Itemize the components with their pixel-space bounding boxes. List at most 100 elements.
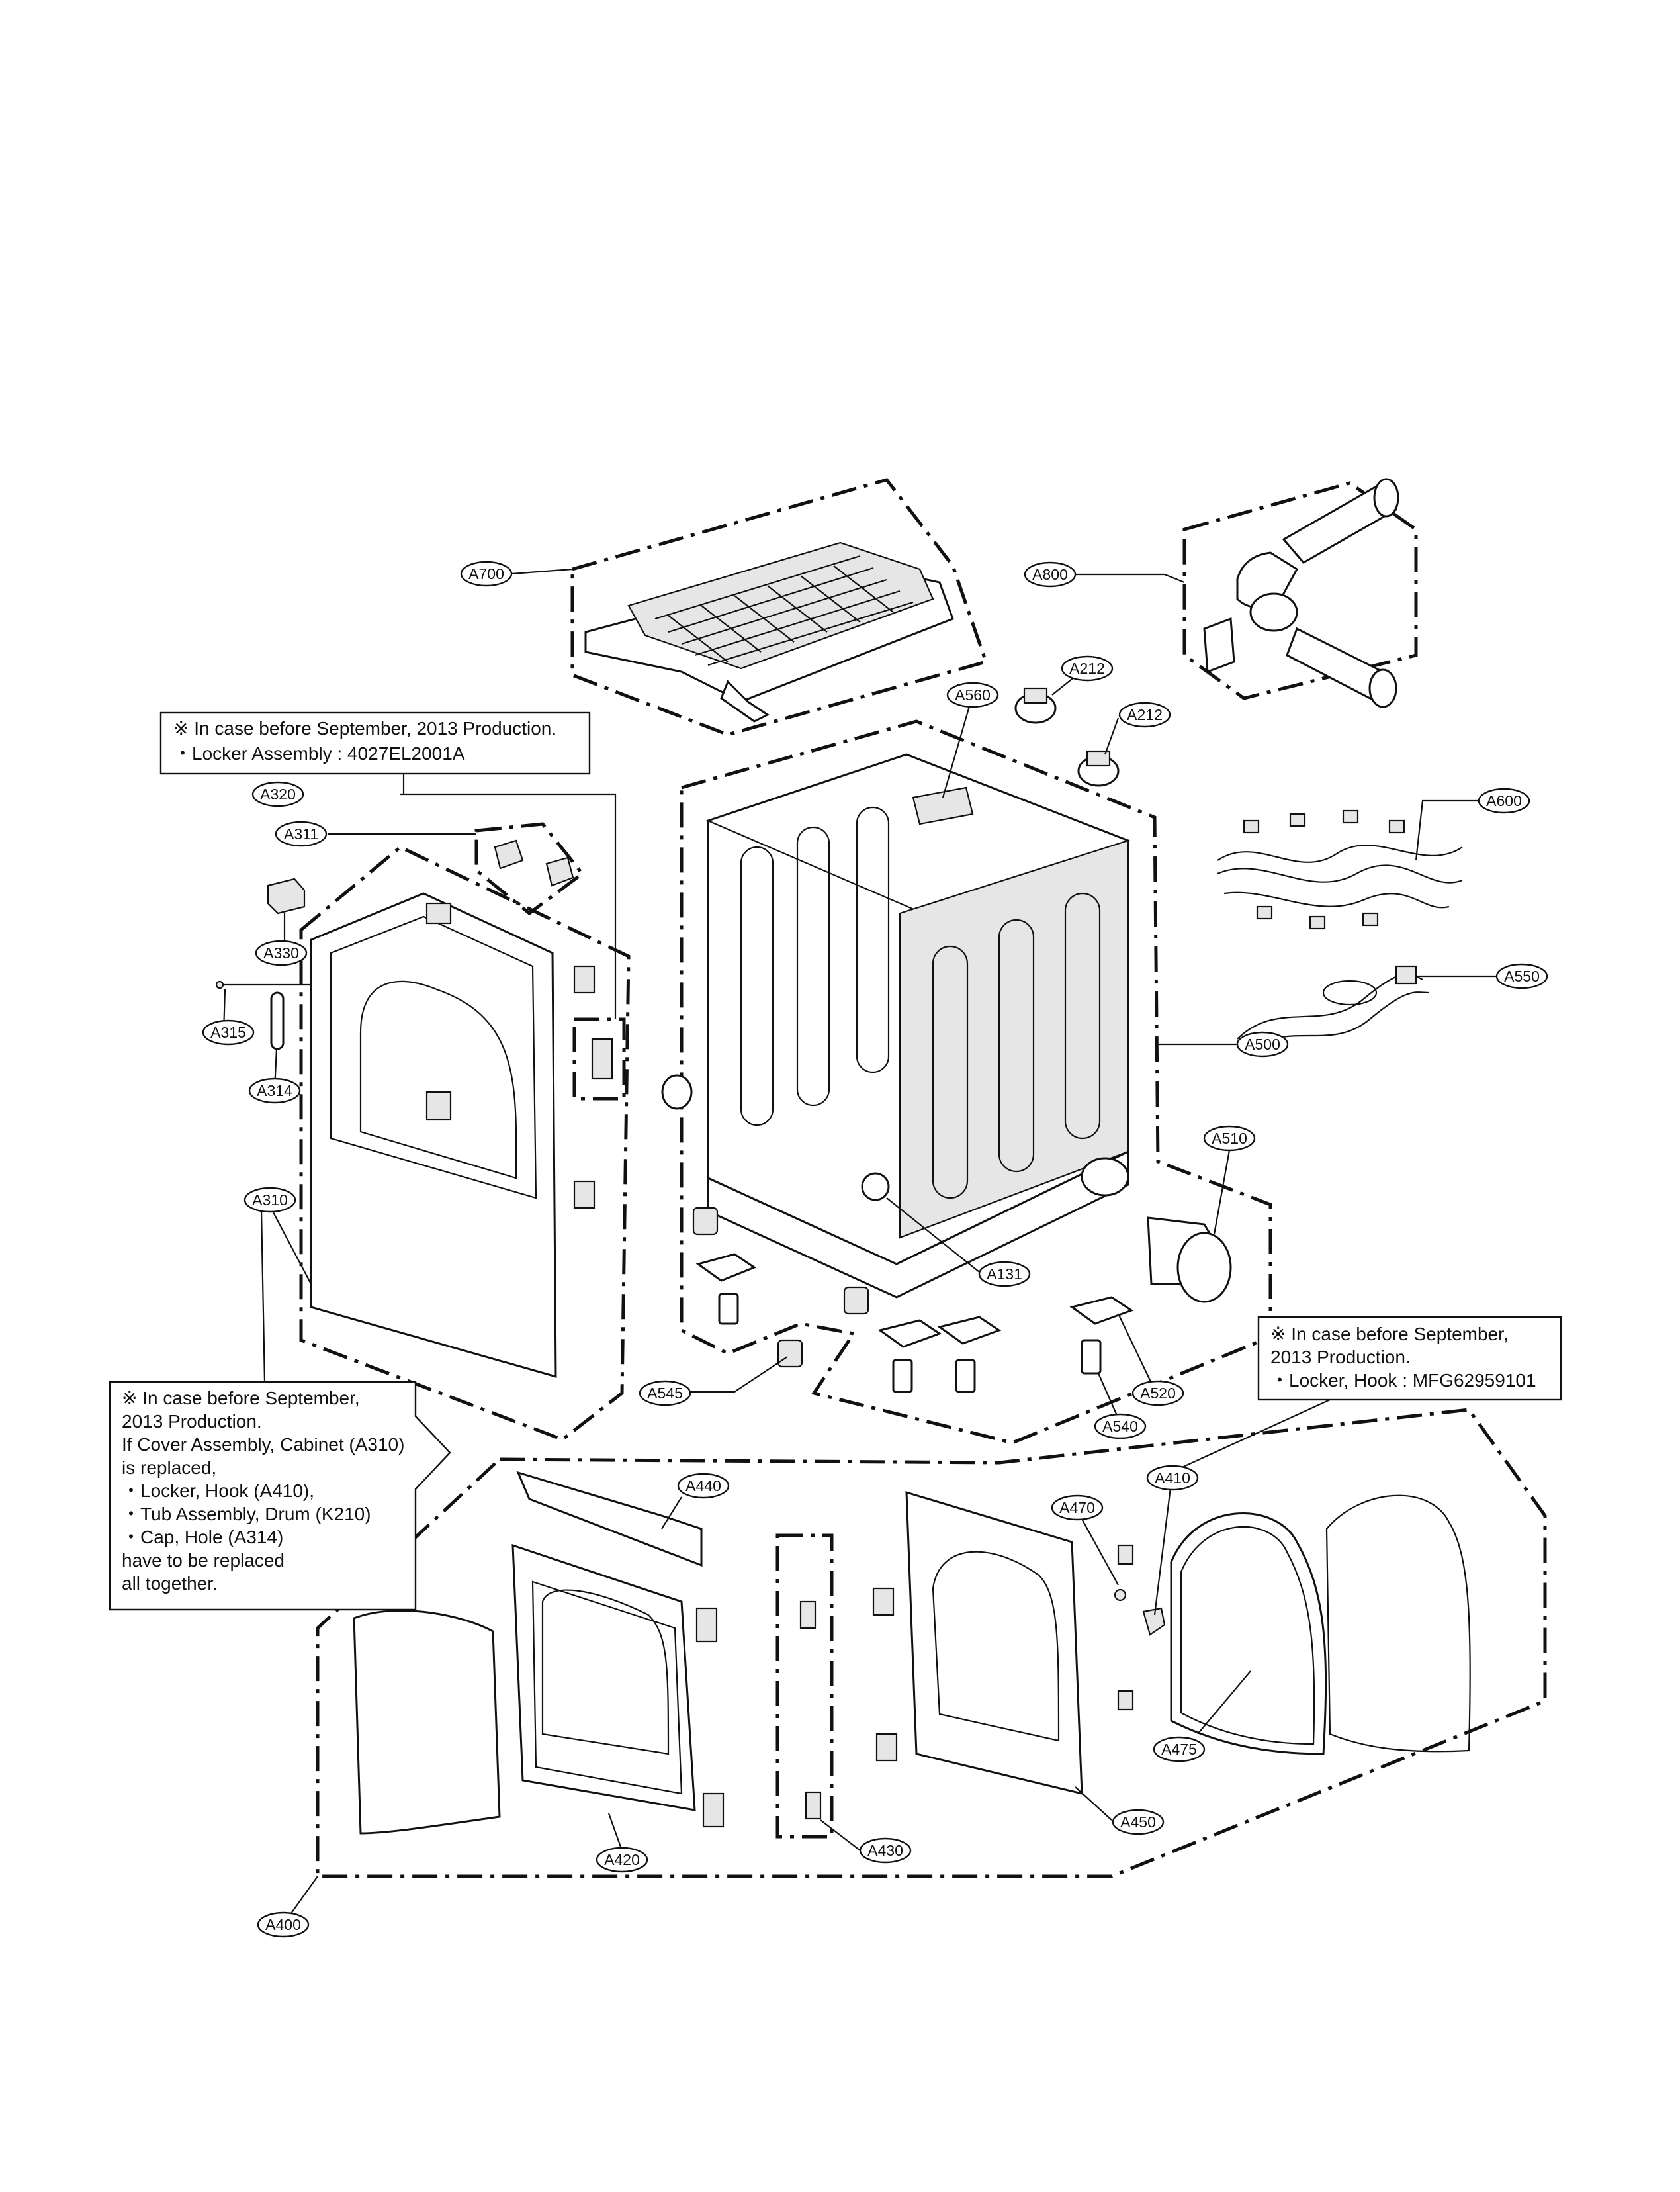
callout-a212-top: A212 [1061, 655, 1114, 682]
a430-hinge-bracket-part [799, 1600, 822, 1820]
outline-door-group [316, 1408, 1547, 1878]
note-cabinet-replace-line-7: ・Cap, Hole (A314) [122, 1527, 283, 1547]
outline-a320-locker [572, 1017, 626, 1101]
svg-text:A600: A600 [1486, 792, 1522, 809]
note-cabinet-replace-line-2: 2013 Production. [122, 1411, 262, 1432]
svg-text:A314: A314 [257, 1082, 292, 1099]
callout-a315: A315 [202, 1019, 255, 1046]
leader-a440 [661, 1496, 682, 1530]
a500-cabinet-base-part [705, 753, 1131, 1299]
leader-a212-bottom [1104, 717, 1120, 755]
callout-a545: A545 [639, 1380, 691, 1406]
note-cabinet-replace: ※ In case before September, 2013 Product… [109, 1381, 451, 1611]
a700-filter-housing-part [584, 541, 954, 723]
leader-a560 [942, 694, 974, 798]
svg-text:A131: A131 [987, 1265, 1022, 1283]
callout-a560: A560 [946, 682, 999, 708]
svg-text:A545: A545 [647, 1385, 683, 1402]
a450-door-inner-frame-part [872, 1490, 1083, 1795]
a440-door-top-trim-part [516, 1471, 703, 1567]
svg-text:A700: A700 [468, 565, 504, 582]
leader-a310-note [260, 1210, 266, 1383]
outline-a310-group [299, 845, 631, 1441]
svg-text:A450: A450 [1120, 1813, 1156, 1831]
door-hinge-parts [695, 1607, 725, 1828]
svg-text:A212: A212 [1069, 660, 1105, 677]
leader-a470 [1081, 1518, 1119, 1586]
svg-text:A560: A560 [955, 686, 991, 704]
leader-a131 [886, 1197, 980, 1273]
svg-text:A330: A330 [263, 944, 299, 962]
a540-leveling-leg-center [892, 1359, 976, 1393]
outline-a700-group [570, 478, 989, 737]
callout-a500: A500 [1236, 1031, 1289, 1058]
callout-a450: A450 [1112, 1809, 1165, 1835]
leader-a600 [1415, 799, 1479, 861]
a311-hinge-clip-part [494, 839, 574, 887]
callout-a310: A310 [243, 1187, 296, 1213]
a212-thermostat-upper-part [1014, 687, 1057, 724]
outline-a311-group [474, 822, 585, 916]
leader-a310 [272, 1210, 312, 1285]
note-cabinet-replace-line-1: ※ In case before September, [122, 1388, 360, 1408]
callout-a311: A311 [275, 821, 328, 847]
svg-text:A470: A470 [1059, 1499, 1095, 1516]
a420-door-frame-part [511, 1543, 696, 1811]
callout-a430: A430 [859, 1837, 912, 1864]
a800-exhaust-duct-part [1203, 478, 1399, 708]
a545-foot-bracket-part-left [692, 1207, 719, 1236]
leader-a700 [511, 568, 573, 575]
note-locker-hook-line-2: 2013 Production. [1270, 1347, 1411, 1367]
callout-a540: A540 [1094, 1413, 1147, 1439]
leader-a475 [1197, 1670, 1251, 1735]
outline-a800-group [1182, 481, 1418, 700]
outline-a430-group [775, 1533, 834, 1839]
a212-thermostat-lower-part [1077, 750, 1120, 787]
callout-a510: A510 [1203, 1125, 1256, 1152]
leader-a450 [1075, 1786, 1112, 1821]
callout-a800: A800 [1024, 561, 1077, 588]
note-cabinet-replace-line-6: ・Tub Assembly, Drum (K210) [122, 1504, 371, 1524]
callout-a700: A700 [460, 561, 513, 587]
svg-text:A310: A310 [252, 1191, 288, 1209]
note-locker-assembly: ※ In case before September, 2013 Product… [159, 711, 591, 775]
leader-a545 [672, 1356, 788, 1393]
note-cabinet-replace-line-4: is replaced, [122, 1457, 216, 1478]
note-locker-assembly-line-2: ・Locker Assembly : 4027EL2001A [173, 743, 465, 764]
svg-text:A800: A800 [1032, 566, 1068, 583]
leader-a520 [1118, 1313, 1155, 1391]
a470-clip-part [1114, 1544, 1134, 1711]
svg-text:A430: A430 [867, 1842, 903, 1859]
a314-hole-cap-part [270, 991, 285, 1050]
a600-main-wire-harness-part [1217, 809, 1463, 930]
note-locker-assembly-line-1: ※ In case before September, 2013 Product… [173, 718, 556, 739]
a475-door-gasket-part [1170, 1512, 1327, 1755]
a310-cabinet-cover-part [310, 892, 613, 1378]
leader-a430 [820, 1819, 861, 1851]
note-cabinet-replace-line-9: all together. [122, 1573, 218, 1594]
a550-power-harness-part [1237, 965, 1430, 1053]
svg-text:A520: A520 [1140, 1385, 1176, 1402]
note-locker-hook: ※ In case before September, 2013 Product… [1257, 1316, 1562, 1401]
note-cabinet-replace-line-8: have to be replaced [122, 1550, 285, 1571]
svg-text:A212: A212 [1127, 706, 1163, 723]
note-cabinet-replace-line-3: If Cover Assembly, Cabinet (A310) [122, 1434, 404, 1455]
door-panel-front-part [353, 1610, 501, 1835]
svg-text:A440: A440 [685, 1477, 721, 1494]
a545-foot-bracket-part-center [843, 1286, 869, 1315]
callout-a131: A131 [978, 1261, 1031, 1287]
leader-a320 [400, 793, 617, 1019]
note-locker-hook-line-3: ・Locker, Hook : MFG62959101 [1270, 1370, 1536, 1391]
callout-a600: A600 [1478, 788, 1530, 814]
svg-text:A500: A500 [1245, 1036, 1280, 1053]
svg-text:A311: A311 [284, 825, 318, 843]
callout-a330: A330 [255, 940, 308, 966]
callout-a314: A314 [248, 1077, 301, 1104]
svg-text:A410: A410 [1155, 1469, 1190, 1486]
leader-a510 [1213, 1150, 1231, 1235]
svg-text:A400: A400 [265, 1916, 301, 1933]
svg-text:A315: A315 [210, 1024, 246, 1041]
a520-leveler-plate-left [695, 1253, 757, 1282]
